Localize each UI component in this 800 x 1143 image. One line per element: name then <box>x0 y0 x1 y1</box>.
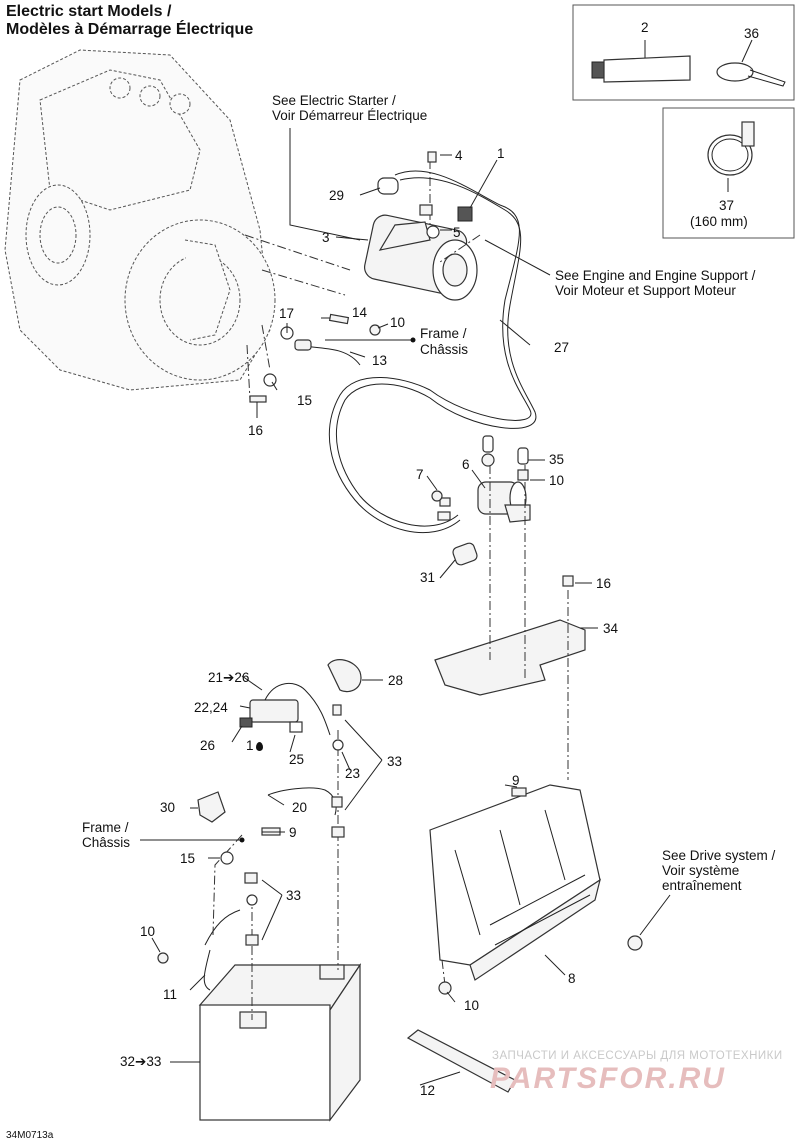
cable-27 <box>328 170 532 534</box>
callout-32-33: 32➔33 <box>120 1054 162 1069</box>
starter-motor <box>364 214 478 301</box>
callout-14: 14 <box>352 305 368 320</box>
callout-10-tray: 10 <box>464 998 480 1013</box>
callout-20: 20 <box>292 800 308 815</box>
callout-35: 35 <box>549 452 565 467</box>
callout-7: 7 <box>416 467 424 482</box>
note-drive-fr2: entraînement <box>662 878 742 893</box>
cable-tie <box>716 39 786 87</box>
callout-37: 37 <box>719 198 735 213</box>
solenoid-bracket <box>434 619 586 696</box>
grease-tube <box>591 40 691 83</box>
callout-10-solenoid: 10 <box>549 473 565 488</box>
callout-30: 30 <box>160 800 176 815</box>
alignment-lines <box>212 160 569 1020</box>
callout-31: 31 <box>420 570 436 585</box>
callout-1: 1 <box>497 146 505 161</box>
callout-16-bracket: 16 <box>596 576 612 591</box>
battery <box>198 963 362 1122</box>
callout-16-top: 16 <box>248 423 264 438</box>
callout-11: 11 <box>163 987 178 1002</box>
title-english: Electric start Models / <box>6 3 172 20</box>
callout-15-lower: 15 <box>180 851 196 866</box>
callout-17: 17 <box>279 306 295 321</box>
callout-1-lower-text: 1 <box>246 738 254 753</box>
terminal-boot-28 <box>327 659 362 693</box>
callout-12: 12 <box>420 1083 436 1098</box>
drive-nut <box>627 935 643 951</box>
note-engine-fr: Voir Moteur et Support Moteur <box>555 283 736 298</box>
engine-outline <box>4 49 276 391</box>
cable-27-edge <box>335 177 537 527</box>
callout-13: 13 <box>372 353 388 368</box>
solenoid <box>477 481 531 523</box>
callout-9-lower: 9 <box>289 825 297 840</box>
note-engine-en: See Engine and Engine Support / <box>555 268 756 283</box>
callout-9-tray: 9 <box>512 773 520 788</box>
callout-8: 8 <box>568 971 576 986</box>
note-drive-fr1: Voir système <box>662 863 740 878</box>
note-starter-fr: Voir Démarreur Électrique <box>272 108 428 123</box>
callout-5: 5 <box>453 225 461 240</box>
hose <box>406 1029 516 1093</box>
callout-23: 23 <box>345 766 361 781</box>
title-french: Modèles à Démarrage Électrique <box>6 21 254 38</box>
watermark-logo: PARTSFOR.RU <box>490 1062 726 1095</box>
relay-box <box>249 699 299 723</box>
drop-icon <box>255 742 263 751</box>
watermark-text: ЗАПЧАСТИ И АКСЕССУАРЫ ДЛЯ МОТОТЕХНИКИ <box>492 1050 783 1062</box>
drawing-code: 34M0713a <box>6 1130 54 1141</box>
callout-33-lower: 33 <box>286 888 302 903</box>
note-frame1-en: Frame / <box>420 326 467 341</box>
note-starter-en: See Electric Starter / <box>272 93 396 108</box>
leader-lines <box>140 128 671 1086</box>
note-frame2-fr: Châssis <box>82 835 131 850</box>
callout-15-top: 15 <box>297 393 313 408</box>
callout-10-left: 10 <box>140 924 156 939</box>
callout-27: 27 <box>554 340 570 355</box>
hose-clamp <box>707 121 755 192</box>
callout-25: 25 <box>289 752 305 767</box>
callout-34: 34 <box>603 621 619 636</box>
callout-28: 28 <box>388 673 404 688</box>
callout-36: 36 <box>744 26 760 41</box>
note-drive-en: See Drive system / <box>662 848 776 863</box>
inset-size-label: (160 mm) <box>690 214 748 229</box>
callout-26: 26 <box>200 738 216 753</box>
terminal-boot-30 <box>197 791 226 823</box>
callout-1-lower: 1 <box>246 738 263 753</box>
callout-6: 6 <box>462 457 470 472</box>
battery-tray <box>429 784 601 981</box>
note-frame2-en: Frame / <box>82 820 129 835</box>
fasteners <box>157 151 574 995</box>
callout-10-top: 10 <box>390 315 406 330</box>
callout-21-26: 21➔26 <box>208 670 250 685</box>
callout-33-upper: 33 <box>387 754 403 769</box>
callout-3: 3 <box>322 230 330 245</box>
callout-2: 2 <box>641 20 649 35</box>
callout-29: 29 <box>329 188 345 203</box>
note-frame1-fr: Châssis <box>420 342 469 357</box>
callout-22-24: 22,24 <box>194 700 228 715</box>
inset-box-consumables <box>572 4 795 101</box>
callout-4: 4 <box>455 148 463 163</box>
